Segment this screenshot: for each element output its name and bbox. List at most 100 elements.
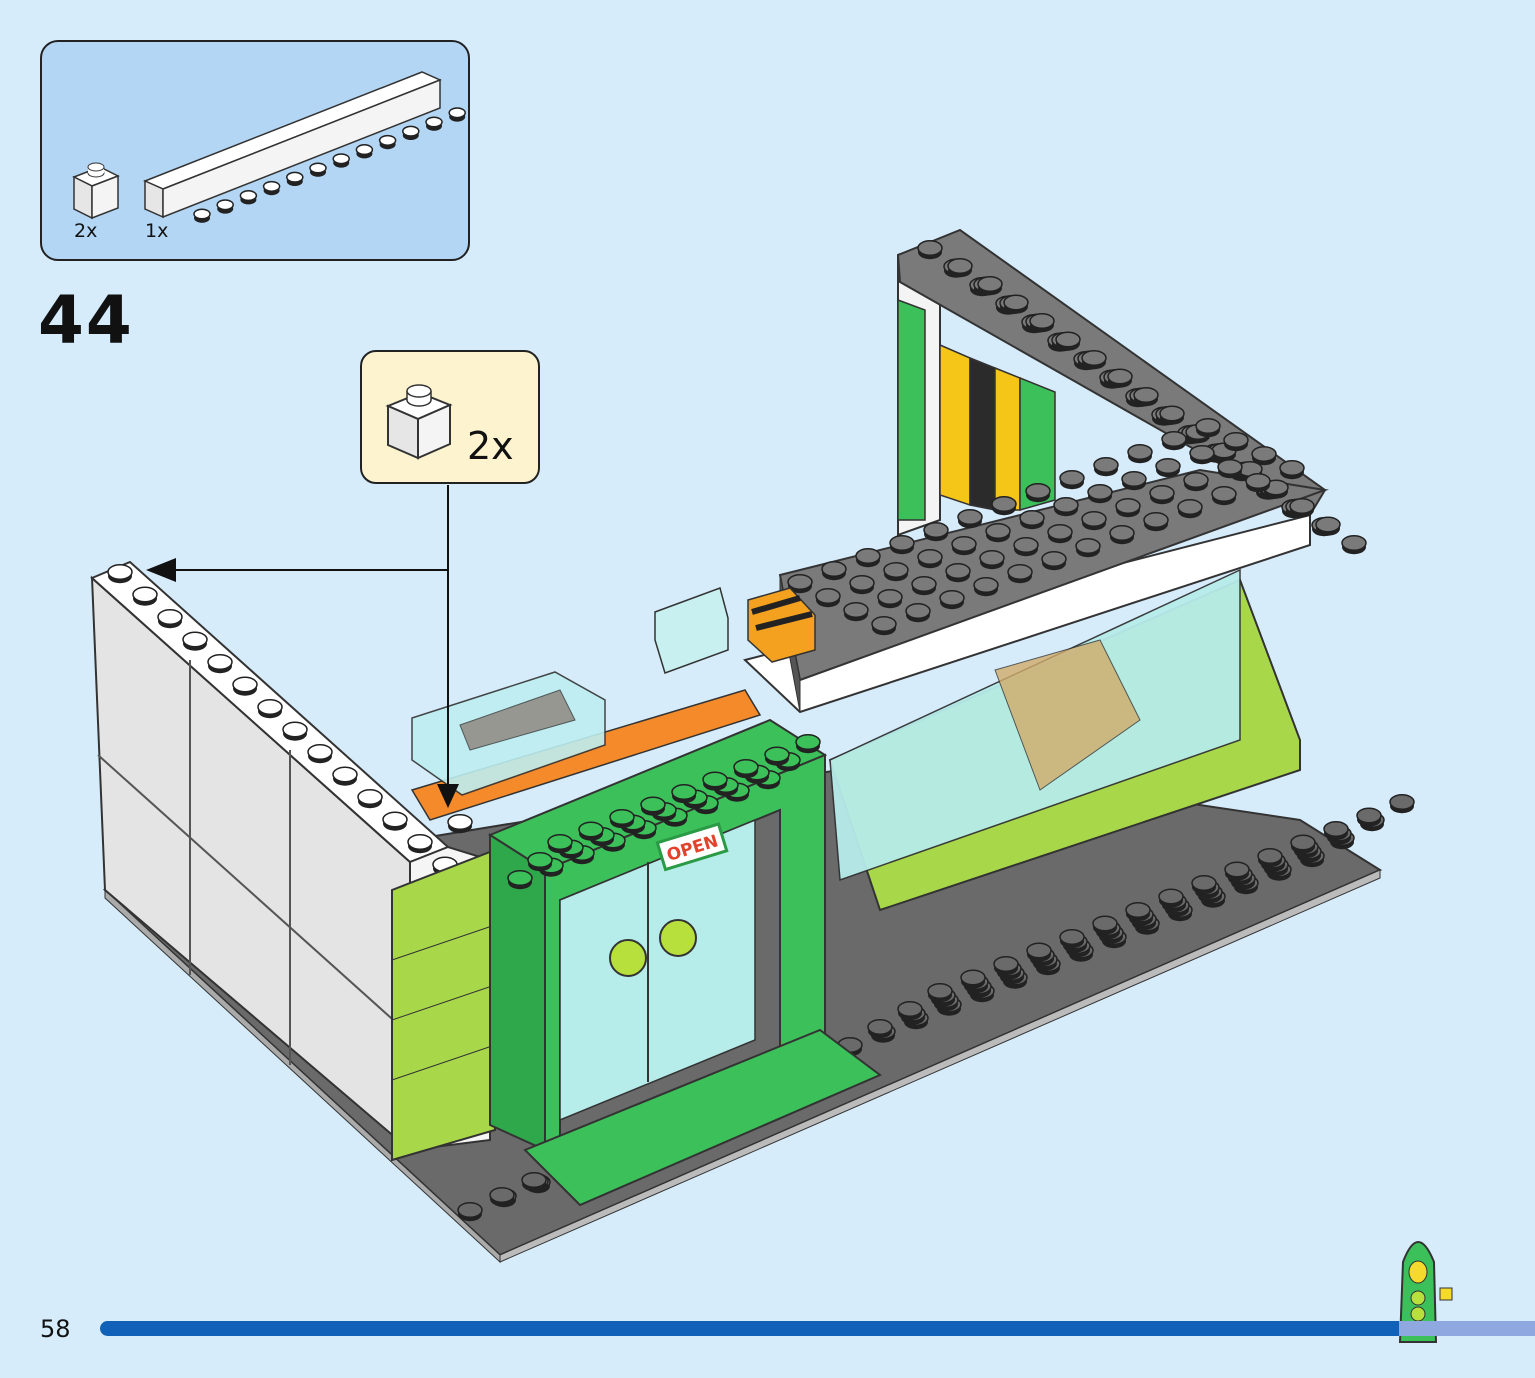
stud — [1047, 524, 1073, 544]
stud — [1055, 331, 1081, 351]
stud — [1029, 313, 1055, 333]
white-brick-1x1-icon — [385, 384, 453, 460]
stud — [1075, 538, 1101, 558]
stud — [1143, 512, 1169, 532]
green-tile-step — [523, 1028, 882, 1207]
stud — [357, 789, 383, 809]
stud — [1155, 458, 1181, 478]
stud — [917, 240, 943, 260]
stud — [843, 602, 869, 622]
stud — [1315, 516, 1341, 536]
stud — [1053, 497, 1079, 517]
stud — [1109, 525, 1135, 545]
stud — [947, 258, 973, 278]
page-number: 58 — [40, 1315, 71, 1343]
progress-bar-fill — [100, 1321, 1399, 1336]
stud — [448, 107, 466, 122]
stud — [993, 956, 1019, 976]
stud — [107, 564, 133, 584]
stud — [1059, 470, 1085, 490]
stud — [917, 549, 943, 569]
step-number: 44 — [38, 282, 134, 359]
green-door-frame — [487, 718, 882, 1207]
stud — [1081, 511, 1107, 531]
stud — [671, 784, 697, 804]
stud — [382, 811, 408, 831]
stud — [702, 771, 728, 791]
stud — [1289, 498, 1315, 518]
stud — [157, 609, 183, 629]
stud — [1195, 418, 1221, 438]
stud — [193, 208, 211, 223]
stud — [1189, 445, 1215, 465]
stud — [1323, 821, 1349, 841]
stud — [1177, 499, 1203, 519]
parts-qty-1x12: 1x — [145, 220, 169, 242]
stud — [871, 616, 897, 636]
stud — [207, 654, 233, 674]
stud — [1257, 848, 1283, 868]
stud — [905, 603, 931, 623]
stud — [521, 1172, 547, 1192]
progress-bar — [100, 1321, 1535, 1336]
stud — [991, 496, 1017, 516]
stud — [883, 562, 909, 582]
stud — [1115, 498, 1141, 518]
stud — [945, 563, 971, 583]
stud — [1149, 485, 1175, 505]
callout-quantity: 2x — [467, 424, 514, 468]
stud — [132, 586, 158, 606]
stud — [951, 536, 977, 556]
orange-strip — [410, 689, 762, 821]
stud — [867, 1019, 893, 1039]
stud — [1127, 444, 1153, 464]
stud — [1224, 861, 1250, 881]
stud — [1158, 888, 1184, 908]
stud — [640, 796, 666, 816]
stud — [378, 134, 397, 150]
stud — [1356, 807, 1382, 827]
stud — [764, 746, 790, 766]
white-brick-1x12-icon — [143, 71, 466, 223]
stud — [1081, 350, 1107, 370]
stud — [307, 744, 333, 764]
parts-qty-1x1: 2x — [74, 220, 98, 242]
stud — [815, 588, 841, 608]
stud — [547, 834, 573, 854]
stud — [332, 153, 350, 168]
white-brick-1x1-icon — [72, 162, 120, 220]
stud — [262, 180, 281, 196]
stud — [877, 589, 903, 609]
stud — [609, 809, 635, 829]
stud — [733, 759, 759, 779]
stud — [257, 699, 283, 719]
stud — [1092, 915, 1118, 935]
stud — [855, 548, 881, 568]
stud — [489, 1187, 515, 1207]
stud — [286, 171, 304, 186]
stud — [973, 577, 999, 597]
sub-step-callout: 2x — [360, 350, 540, 484]
placement-arrows — [146, 485, 459, 808]
stud — [1019, 510, 1045, 530]
stud — [787, 574, 813, 594]
parts-list-box: 2x 1x — [40, 40, 470, 261]
door-handle-left — [609, 939, 647, 977]
stud — [1026, 942, 1052, 962]
stud — [1133, 387, 1159, 407]
stud — [332, 766, 358, 786]
stud — [282, 721, 308, 741]
stud — [897, 1001, 923, 1021]
stud — [1059, 929, 1085, 949]
stud — [216, 199, 234, 214]
stud — [447, 814, 473, 834]
pea-pod-minifigure — [1398, 1241, 1453, 1343]
stud — [1279, 460, 1305, 480]
stud — [1341, 535, 1367, 555]
stud — [889, 535, 915, 555]
lime-wall — [391, 848, 496, 1162]
stud — [1087, 484, 1113, 504]
stud — [1290, 834, 1316, 854]
stud — [849, 575, 875, 595]
